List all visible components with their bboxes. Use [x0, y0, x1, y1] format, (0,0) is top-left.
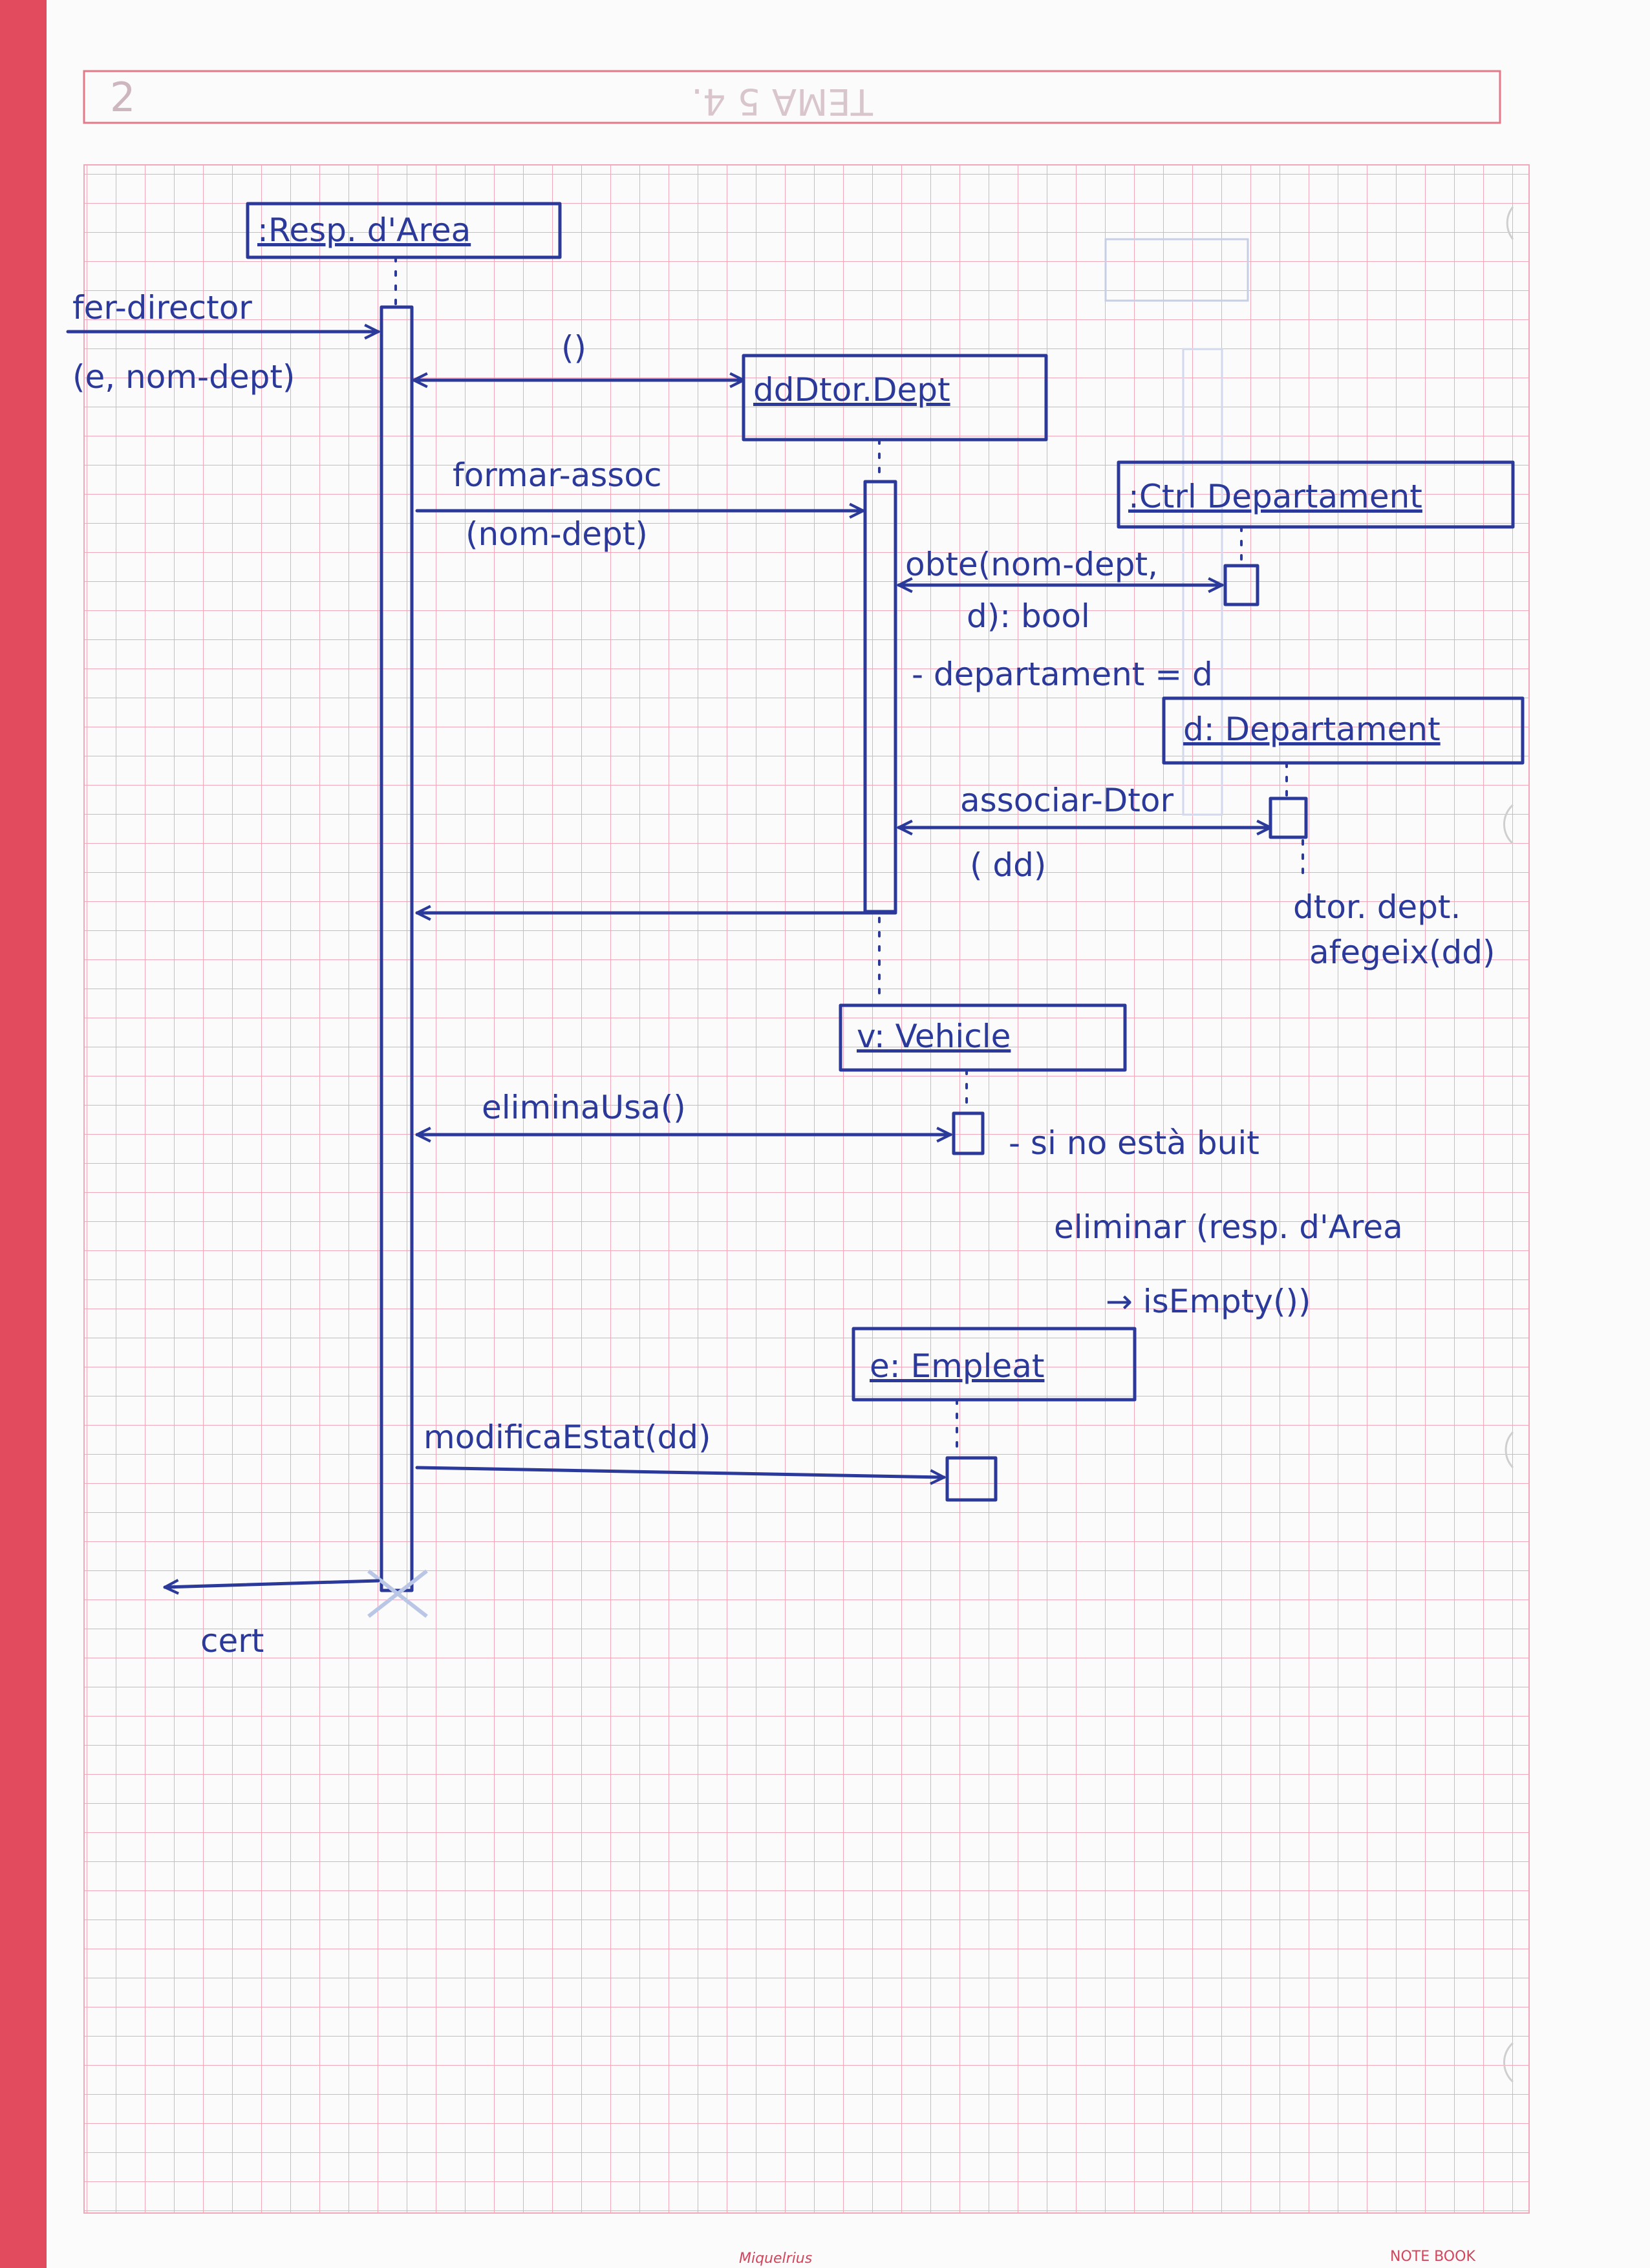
message-label-obte-1: obte(nom-dept, [905, 546, 1158, 583]
lifeline-box-ctrl-dept [1117, 460, 1515, 529]
message-arrow-return-cert [163, 1581, 380, 1587]
note-departament-assign: - departament = d [912, 656, 1213, 693]
page-number: 2 [110, 74, 135, 121]
binder-hole-4 [1503, 2042, 1514, 2083]
lifeline-box-vehicle [839, 1003, 1127, 1072]
note-afegeix-1: dtor. dept. [1293, 888, 1461, 926]
lifeline-label-empleat: e: Empleat [870, 1347, 1044, 1385]
binder-hole-2 [1503, 804, 1514, 845]
message-args-formar-assoc: (nom-dept) [466, 515, 648, 553]
lifeline-box-resp-area [246, 202, 562, 259]
activation-resp-area [380, 305, 414, 1592]
lifeline-label-departament: d: Departament [1183, 711, 1441, 748]
activation-ctrl-dept [1223, 564, 1259, 606]
lifeline-box-departament [1162, 696, 1525, 765]
lifeline-label-ctrl-dept: :Ctrl Departament [1128, 478, 1422, 515]
lifeline-label-resp-area: :Resp. d'Area [257, 211, 471, 249]
message-label-obte-2: d): bool [967, 597, 1090, 635]
lifeline-box-empleat [852, 1327, 1137, 1402]
message-arrow-modifica-estat [415, 1466, 946, 1477]
message-label-create: () [561, 329, 586, 367]
lifeline-label-ddtor-dept: ddDtor.Dept [753, 371, 950, 409]
show-through-box [1104, 238, 1249, 302]
brand-logo: Miquelrius [739, 2251, 812, 2267]
page-heading: TEMA 5 4. [691, 80, 873, 122]
message-label-elimina-usa: eliminaUsa() [482, 1089, 686, 1126]
binder-hole-1 [1506, 206, 1514, 240]
lifeline-label-vehicle: v: Vehicle [857, 1018, 1011, 1055]
message-label-modifica-estat: modificaEstat(dd) [423, 1418, 711, 1456]
activation-empleat [945, 1456, 998, 1502]
note-afegeix-2: afegeix(dd) [1309, 934, 1495, 971]
note-si-no-esta-buit: - si no està buit [1009, 1124, 1259, 1162]
message-args-fer-director: (e, nom-dept) [72, 358, 295, 396]
binder-hole-3 [1505, 1431, 1514, 1469]
message-label-fer-director: fer-director [72, 289, 252, 326]
notebook-label: NOTE BOOK [1390, 2249, 1475, 2265]
red-margin-band [0, 0, 47, 2268]
destruction-mark [367, 1569, 428, 1618]
grid-area [83, 164, 1530, 2214]
lifeline-box-ddtor-dept [742, 354, 1048, 442]
message-label-formar-assoc: formar-assoc [453, 456, 661, 494]
note-eliminar-resp-area: eliminar (resp. d'Area [1054, 1208, 1403, 1246]
activation-departament [1269, 797, 1308, 839]
activation-vehicle [952, 1111, 985, 1155]
header-box [83, 70, 1501, 124]
return-label-cert: cert [200, 1622, 264, 1660]
note-is-empty: → isEmpty()) [1106, 1283, 1311, 1320]
message-label-associar-dtor: associar-Dtor [960, 782, 1173, 819]
message-args-associar-dtor: ( dd) [970, 846, 1046, 884]
